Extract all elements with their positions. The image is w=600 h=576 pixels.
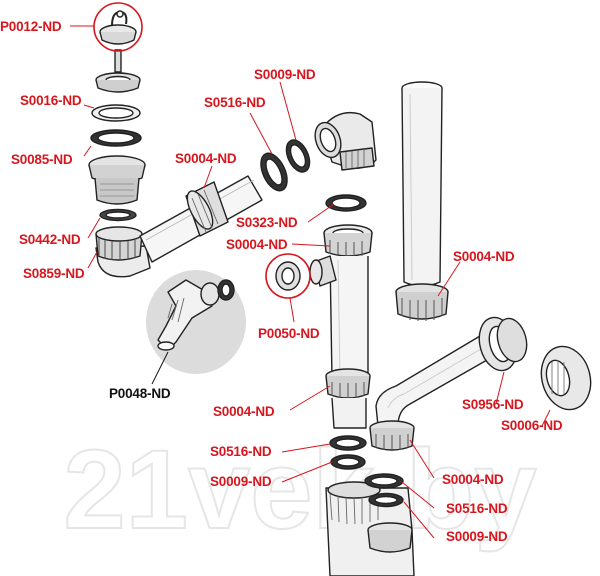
label-s0009-top: S0009-ND bbox=[254, 67, 316, 82]
gasket-s0009-bottom bbox=[368, 492, 404, 508]
label-s0009-bottom: S0009-ND bbox=[446, 529, 508, 544]
gasket-s0009-top bbox=[285, 139, 311, 173]
label-s0859: S0859-ND bbox=[23, 266, 85, 281]
label-s0516-left: S0516-ND bbox=[210, 444, 272, 459]
trap-nut-upper bbox=[323, 224, 373, 258]
trap-riser-tube bbox=[329, 255, 369, 381]
label-s0323: S0323-ND bbox=[236, 215, 298, 230]
leader-line-p0048 bbox=[151, 351, 169, 385]
watermark-text: 21vek.by bbox=[63, 427, 536, 552]
circle-highlight-p0012 bbox=[93, 2, 143, 52]
label-p0048: P0048-ND bbox=[109, 386, 171, 401]
gasket-s0085 bbox=[90, 129, 142, 147]
label-p0050: P0050-ND bbox=[258, 326, 320, 341]
leader-lines bbox=[70, 25, 551, 539]
bottle-trap-body bbox=[325, 481, 415, 576]
label-p0012: P0012-ND bbox=[0, 19, 62, 34]
label-s0956: S0956-ND bbox=[462, 397, 524, 412]
label-s0516-top: S0516-ND bbox=[204, 95, 266, 110]
label-s0004-bottom: S0004-ND bbox=[442, 472, 504, 487]
label-s0516-bottom: S0516-ND bbox=[446, 501, 508, 516]
gasket-s0323 bbox=[325, 194, 367, 212]
wall-branch-pipe bbox=[375, 335, 495, 427]
gasket-s0516-top bbox=[260, 152, 288, 192]
label-s0442: S0442-ND bbox=[19, 232, 81, 247]
nut-s0004-right bbox=[395, 283, 449, 321]
side-plug-insert bbox=[309, 255, 337, 287]
strainer-screw bbox=[114, 49, 122, 73]
label-s0085: S0085-ND bbox=[11, 152, 73, 167]
gasket-s0016 bbox=[91, 104, 141, 122]
strainer-plug-p0012 bbox=[99, 10, 137, 45]
wall-flange-s0956 bbox=[478, 316, 528, 372]
label-s0016: S0016-ND bbox=[20, 93, 82, 108]
gasket-s0516-bottom bbox=[364, 473, 404, 489]
label-s0006: S0006-ND bbox=[501, 418, 563, 433]
trap-lower-tube bbox=[331, 397, 367, 429]
nut-s0004-bottom bbox=[369, 420, 415, 451]
nut-s0004-left bbox=[325, 368, 371, 399]
ring-p0050 bbox=[265, 253, 311, 299]
optional-part-p0048 bbox=[146, 270, 246, 374]
rosette-s0006 bbox=[540, 345, 592, 411]
outlet-body bbox=[88, 155, 146, 205]
washer-s0442 bbox=[99, 208, 137, 222]
gasket-s0009-left bbox=[330, 454, 366, 470]
label-s0004-left: S0004-ND bbox=[213, 404, 275, 419]
elbow-connector bbox=[314, 111, 377, 171]
elbow-s0859 bbox=[95, 226, 151, 278]
strainer-grate bbox=[95, 72, 141, 93]
label-s0004-right: S0004-ND bbox=[453, 249, 515, 264]
standpipe-tube bbox=[401, 81, 443, 287]
label-s0004-mid: S0004-ND bbox=[226, 237, 288, 252]
label-s0009-left: S0009-ND bbox=[210, 474, 272, 489]
label-s0004-top: S0004-ND bbox=[175, 151, 237, 166]
gasket-s0516-left bbox=[329, 435, 367, 451]
